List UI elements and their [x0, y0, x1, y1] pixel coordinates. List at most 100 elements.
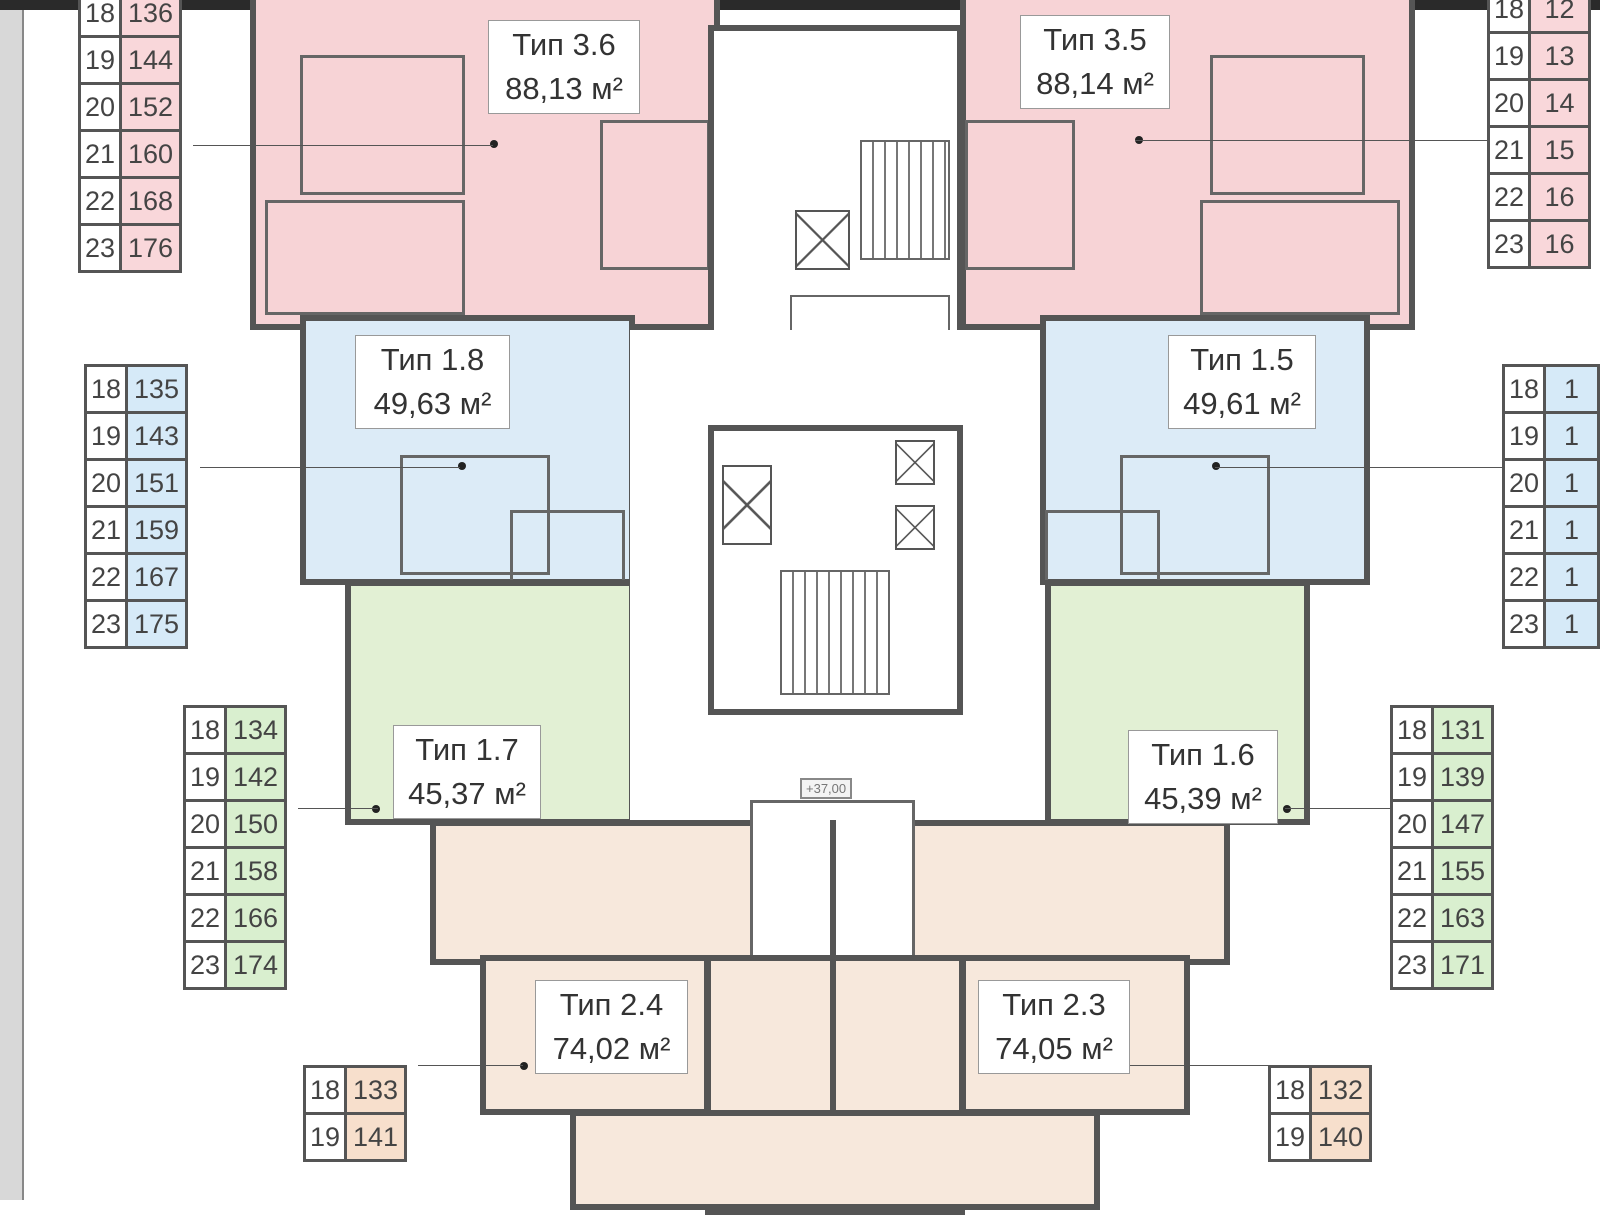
unit-area: 74,05 м²: [995, 1031, 1113, 1066]
top-bar: [0, 0, 1600, 10]
apartment-number: 15: [1528, 125, 1592, 175]
unit-type: Тип 3.5: [1043, 22, 1147, 57]
apartment-number: 167: [125, 552, 189, 602]
unit-area: 45,37 м²: [408, 776, 526, 811]
apartment-number: 163: [1431, 893, 1495, 943]
apartment-number: 1: [1543, 411, 1600, 461]
floor-number: 20: [77, 82, 123, 132]
apartment-number: 147: [1431, 799, 1495, 849]
floor-number: 23: [1501, 599, 1547, 649]
floor-number: 22: [83, 552, 129, 602]
floor-number: 22: [182, 893, 228, 943]
unit-area: 74,02 м²: [552, 1031, 671, 1066]
unit-type: Тип 3.6: [512, 27, 616, 62]
room: [1210, 55, 1365, 195]
unit-area: 45,39 м²: [1144, 781, 1262, 816]
leader-line: [200, 467, 460, 468]
floor-number: 18: [77, 0, 123, 38]
floor-number: 19: [1389, 752, 1435, 802]
floor-number: 23: [1486, 219, 1532, 269]
floor-number: 22: [1486, 172, 1532, 222]
unit-label-2-3: Тип 2.3 74,05 м²: [978, 980, 1130, 1074]
apartment-number: 144: [119, 35, 183, 85]
floor-number: 19: [302, 1112, 348, 1162]
leader-line: [1215, 467, 1505, 468]
apartment-number: 143: [125, 411, 189, 461]
floor-number: 23: [83, 599, 129, 649]
floor-number: 20: [1389, 799, 1435, 849]
unit-type: Тип 2.3: [1002, 987, 1106, 1022]
room: [1200, 200, 1400, 315]
apartment-number: 160: [119, 129, 183, 179]
leader-line: [418, 1065, 523, 1066]
apartment-number: 174: [224, 940, 288, 990]
level-mark: +37,00: [800, 778, 853, 799]
leader-line: [193, 145, 493, 146]
floor-number: 19: [1486, 31, 1532, 81]
apartment-number: 131: [1431, 705, 1495, 755]
floor-number: 21: [1501, 505, 1547, 555]
floor-number: 23: [1389, 940, 1435, 990]
unit-type: Тип 1.5: [1190, 342, 1294, 377]
apartment-number: 1: [1543, 458, 1600, 508]
apartment-number: 159: [125, 505, 189, 555]
floor-number: 23: [182, 940, 228, 990]
room: [1120, 455, 1270, 575]
apartment-number: 16: [1528, 219, 1592, 269]
apartment-number: 176: [119, 223, 183, 273]
left-edge-strip: [0, 10, 24, 1200]
apartment-number: 152: [119, 82, 183, 132]
floor-number: 20: [182, 799, 228, 849]
apartment-number: 175: [125, 599, 189, 649]
floor-number: 18: [1389, 705, 1435, 755]
leader-line: [1285, 808, 1390, 809]
unit-area: 88,13 м²: [505, 71, 623, 106]
apartment-number: 1: [1543, 364, 1600, 414]
elevator-shaft: [895, 440, 935, 485]
leader-line: [298, 808, 378, 809]
apartment-number: 155: [1431, 846, 1495, 896]
apartment-number: 13: [1528, 31, 1592, 81]
floor-number: 21: [1389, 846, 1435, 896]
stairs: [780, 570, 890, 695]
floor-number: 19: [1501, 411, 1547, 461]
leader-line: [1125, 1065, 1270, 1066]
apartment-number: 12: [1528, 0, 1592, 34]
room: [300, 55, 465, 195]
apartment-number: 166: [224, 893, 288, 943]
floor-number: 19: [182, 752, 228, 802]
apartment-number: 168: [119, 176, 183, 226]
apartment-number: 16: [1528, 172, 1592, 222]
room: [265, 200, 465, 315]
